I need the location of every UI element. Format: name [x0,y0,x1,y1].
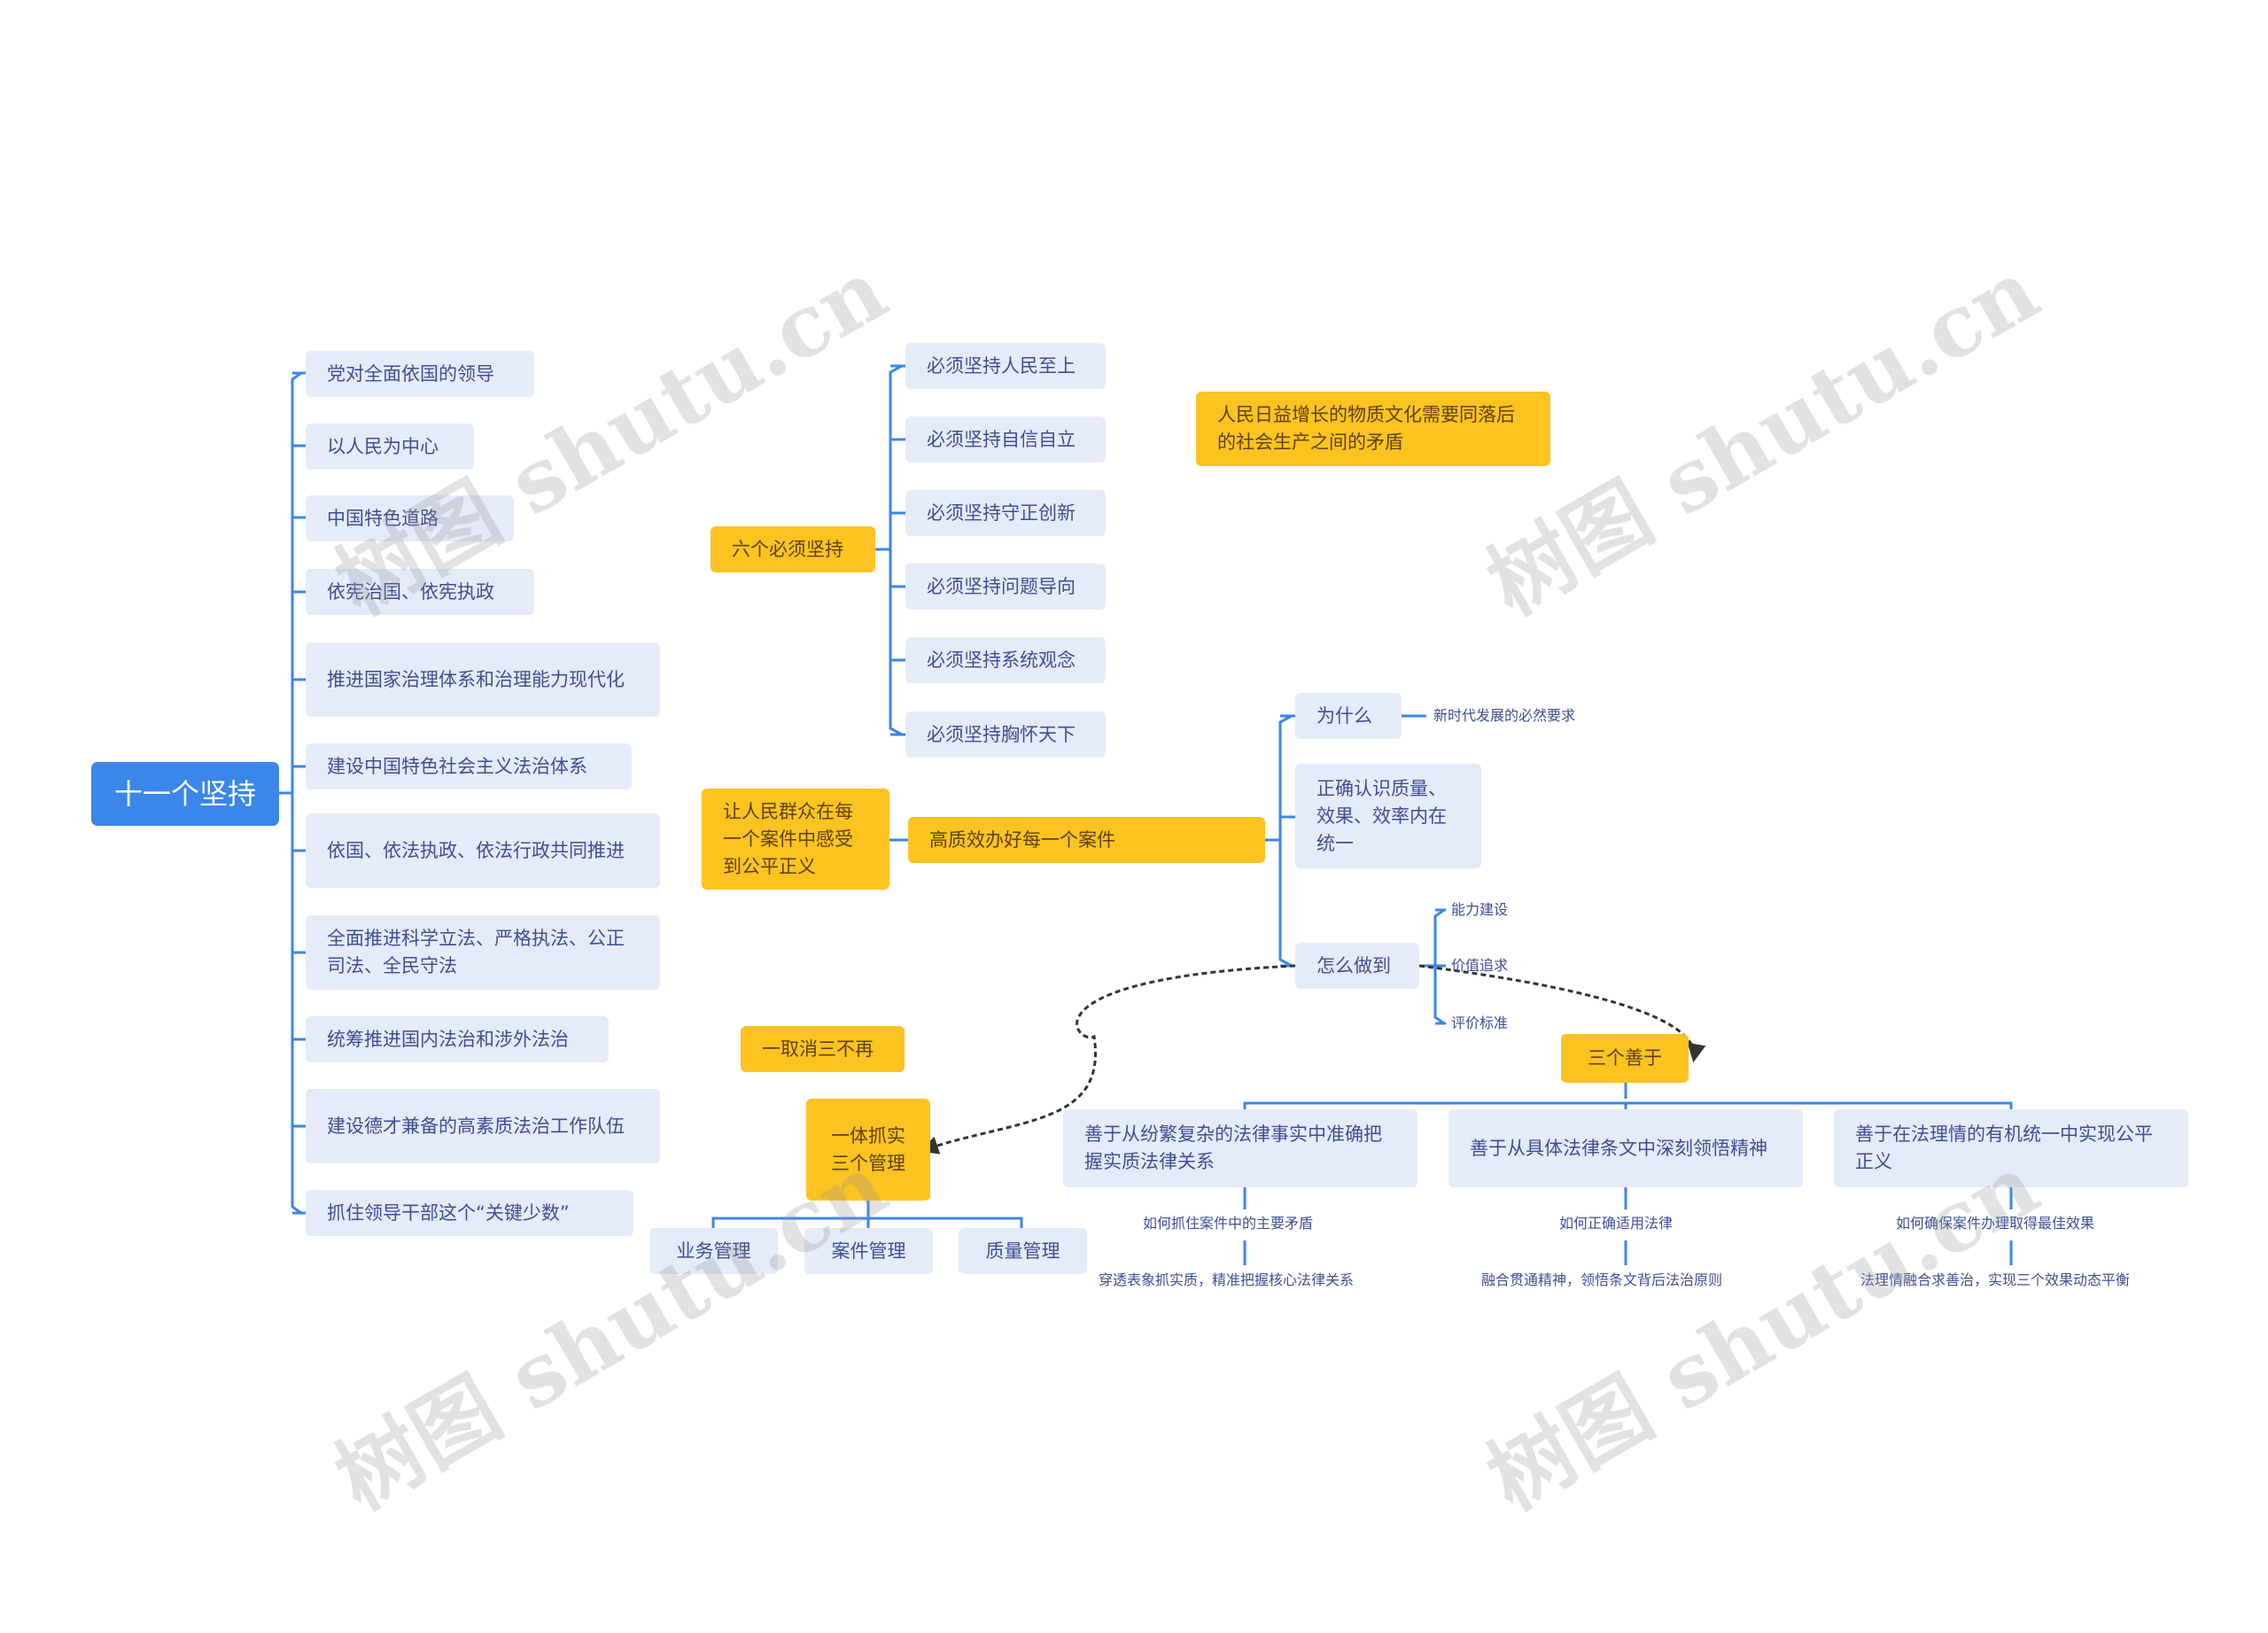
left-item-10[interactable]: 建设德才兼备的高素质法治工作队伍 [306,1089,660,1163]
why-label: 为什么 [1317,704,1372,727]
how-node[interactable]: 怎么做到 [1295,943,1419,989]
three-good-answer-2: 融合贯通精神，领悟条文背后法治原则 [1481,1271,1723,1288]
management-item-label: 案件管理 [831,1240,906,1262]
how-item-1: 能力建设 [1451,901,1509,918]
left-item-1[interactable]: 党对全面依国的领导 [306,351,534,397]
root-label: 十一个坚持 [113,776,256,811]
cancel-label: 一取消三不再 [762,1038,874,1060]
three-good-item-2[interactable]: 善于从具体法律条文中深刻领悟精神 [1449,1109,1803,1187]
three-management-node[interactable]: 一体抓实三个管理 [806,1099,930,1201]
justice-goal-label: 让人民群众在每一个案件中感受到公平正义 [723,800,853,877]
six-musts-item-6[interactable]: 必须坚持胸怀天下 [905,712,1106,758]
three-good-item-3[interactable]: 善于在法理情的有机统一中实现公平正义 [1834,1109,2188,1187]
root-node[interactable]: 十一个坚持 [91,762,279,826]
left-item-label: 建设德才兼备的高素质法治工作队伍 [327,1115,625,1137]
how-item-3: 评价标准 [1451,1015,1509,1031]
correct-understanding-label: 正确认识质量、效果、效率内在统一 [1317,777,1447,854]
six-musts-node[interactable]: 六个必须坚持 [711,526,875,572]
left-item-label: 党对全面依国的领导 [327,362,494,385]
six-musts-item-label: 必须坚持问题导向 [927,575,1076,597]
management-item-2[interactable]: 案件管理 [804,1228,933,1274]
three-good-item-label: 善于从纷繁复杂的法律事实中准确把握实质法律关系 [1084,1124,1382,1172]
dashed-arrow-to-management [920,964,1296,1155]
six-musts-item-label: 必须坚持胸怀天下 [927,723,1076,745]
six-musts-item-label: 必须坚持系统观念 [927,649,1076,671]
three-good-label: 三个善于 [1588,1047,1662,1069]
six-musts-item-1[interactable]: 必须坚持人民至上 [905,343,1106,389]
management-item-3[interactable]: 质量管理 [959,1228,1087,1274]
six-musts-item-label: 必须坚持人民至上 [927,354,1076,377]
left-item-11[interactable]: 抓住领导干部这个“关键少数” [306,1190,633,1236]
three-good-item-label: 善于从具体法律条文中深刻领悟精神 [1470,1137,1767,1159]
six-musts-item-3[interactable]: 必须坚持守正创新 [905,490,1106,536]
three-good-question-1: 如何抓住案件中的主要矛盾 [1143,1215,1314,1232]
six-musts-item-2[interactable]: 必须坚持自信自立 [905,416,1106,463]
management-item-label: 质量管理 [985,1240,1060,1262]
six-musts-item-label: 必须坚持自信自立 [927,428,1076,450]
left-item-6[interactable]: 建设中国特色社会主义法治体系 [306,743,632,789]
left-item-label: 抓住领导干部这个“关键少数” [327,1201,570,1224]
left-item-3[interactable]: 中国特色道路 [306,495,514,541]
how-item-2: 价值追求 [1451,957,1509,974]
left-item-label: 中国特色道路 [327,507,439,529]
management-item-label: 业务管理 [676,1240,751,1262]
contradiction-label: 人民日益增长的物质文化需要同落后的社会生产之间的矛盾 [1217,404,1515,453]
left-item-2[interactable]: 以人民为中心 [306,424,474,470]
left-item-label: 建设中国特色社会主义法治体系 [327,755,587,777]
three-good-item-label: 善于在法理情的有机统一中实现公平正义 [1855,1124,2153,1172]
how-label: 怎么做到 [1317,954,1391,976]
left-item-5[interactable]: 推进国家治理体系和治理能力现代化 [306,642,660,717]
six-musts-item-label: 必须坚持守正创新 [927,502,1076,524]
contradiction-node[interactable]: 人民日益增长的物质文化需要同落后的社会生产之间的矛盾 [1196,392,1550,466]
left-item-4[interactable]: 依宪治国、依宪执政 [306,569,534,615]
management-item-1[interactable]: 业务管理 [649,1228,778,1274]
left-item-7[interactable]: 依国、依法执政、依法行政共同推进 [306,813,660,888]
dashed-arrow-to-three-good [1418,964,1706,1063]
quality-case-node[interactable]: 高质效办好每一个案件 [908,817,1265,863]
why-answer: 新时代发展的必然要求 [1433,707,1576,724]
left-item-label: 全面推进科学立法、严格执法、公正司法、全民守法 [327,928,625,976]
three-management-label: 一体抓实三个管理 [831,1124,905,1174]
three-good-question-2: 如何正确适用法律 [1559,1215,1674,1232]
three-good-answer-3: 法理情融合求善治，实现三个效果动态平衡 [1860,1271,2131,1288]
six-musts-item-5[interactable]: 必须坚持系统观念 [905,637,1106,683]
cancel-node[interactable]: 一取消三不再 [741,1026,905,1072]
left-item-label: 依宪治国、依宪执政 [327,580,494,603]
left-list-bracket [291,371,302,1215]
quality-case-label: 高质效办好每一个案件 [929,828,1115,851]
three-good-node[interactable]: 三个善于 [1561,1034,1689,1083]
left-item-label: 统筹推进国内法治和涉外法治 [327,1028,569,1050]
three-good-question-3: 如何确保案件办理取得最佳效果 [1896,1215,2095,1232]
justice-goal-node[interactable]: 让人民群众在每一个案件中感受到公平正义 [702,789,889,890]
three-good-answer-1: 穿透表象抓实质，精准把握核心法律关系 [1099,1271,1355,1288]
why-node[interactable]: 为什么 [1295,693,1402,739]
left-item-8[interactable]: 全面推进科学立法、严格执法、公正司法、全民守法 [306,915,660,990]
correct-understanding-node[interactable]: 正确认识质量、效果、效率内在统一 [1295,764,1481,868]
left-item-9[interactable]: 统筹推进国内法治和涉外法治 [306,1016,609,1062]
six-musts-label: 六个必须坚持 [732,538,843,560]
three-good-item-1[interactable]: 善于从纷繁复杂的法律事实中准确把握实质法律关系 [1063,1109,1418,1187]
six-musts-item-4[interactable]: 必须坚持问题导向 [905,564,1106,610]
left-item-label: 依国、依法执政、依法行政共同推进 [327,839,625,861]
left-item-label: 推进国家治理体系和治理能力现代化 [327,668,625,690]
left-item-label: 以人民为中心 [327,435,439,457]
